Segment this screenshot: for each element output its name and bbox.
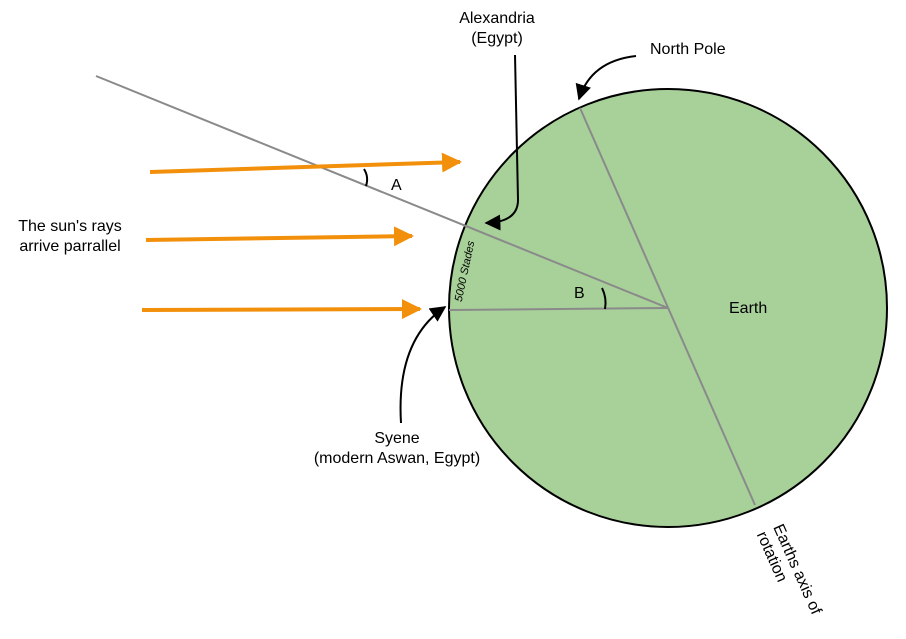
syene-radius-line [448, 307, 669, 311]
angle-a-label: A [391, 177, 402, 194]
sun-ray-middle [145, 226, 414, 247]
angle-b-arc [601, 287, 607, 310]
alexandria-radius-line [95, 75, 669, 309]
sun-ray-bottom [141, 299, 422, 320]
alexandria-pointer-arrow [484, 54, 520, 231]
alexandria-label-line2: (Egypt) [471, 30, 523, 47]
syene-label-line1: Syene [374, 430, 419, 447]
north-pole-pointer-arrow [575, 55, 637, 101]
sun-rays-label-line1: The sun's rays [18, 218, 122, 235]
angle-a-arc [363, 168, 369, 187]
syene-label-line2: (modern Aswan, Egypt) [314, 450, 480, 467]
north-pole-label: North Pole [650, 41, 726, 58]
angle-b-label: B [574, 285, 585, 302]
sun-rays-label-line2: arrive parrallel [19, 238, 120, 255]
alexandria-label-line1: Alexandria [459, 10, 535, 27]
earth-label: Earth [729, 300, 767, 317]
sun-ray-top [149, 152, 462, 174]
syene-pointer-arrow [399, 306, 447, 424]
earth-axis-line [579, 107, 756, 506]
